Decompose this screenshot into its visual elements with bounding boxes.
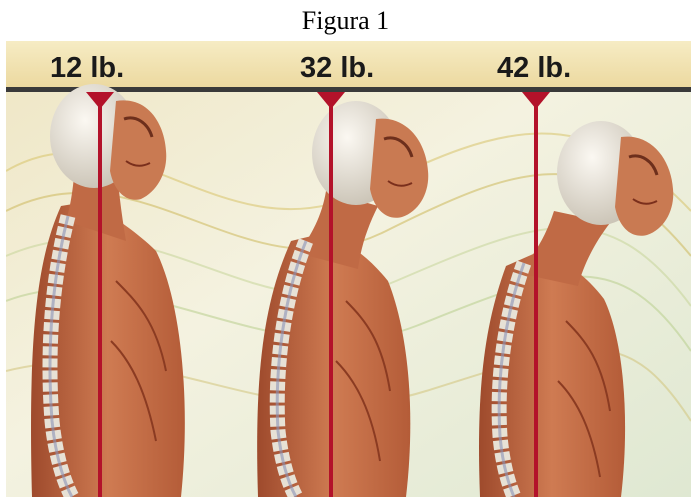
weight-label-32: 32 lb.	[300, 52, 374, 84]
weight-label-12: 12 lb.	[50, 52, 124, 84]
figure-caption: Figura 1	[0, 4, 691, 38]
posture-illustration: 12 lb. 32 lb. 42 lb.	[6, 41, 691, 497]
figure-upright	[31, 84, 185, 497]
weight-label-42: 42 lb.	[497, 52, 571, 84]
